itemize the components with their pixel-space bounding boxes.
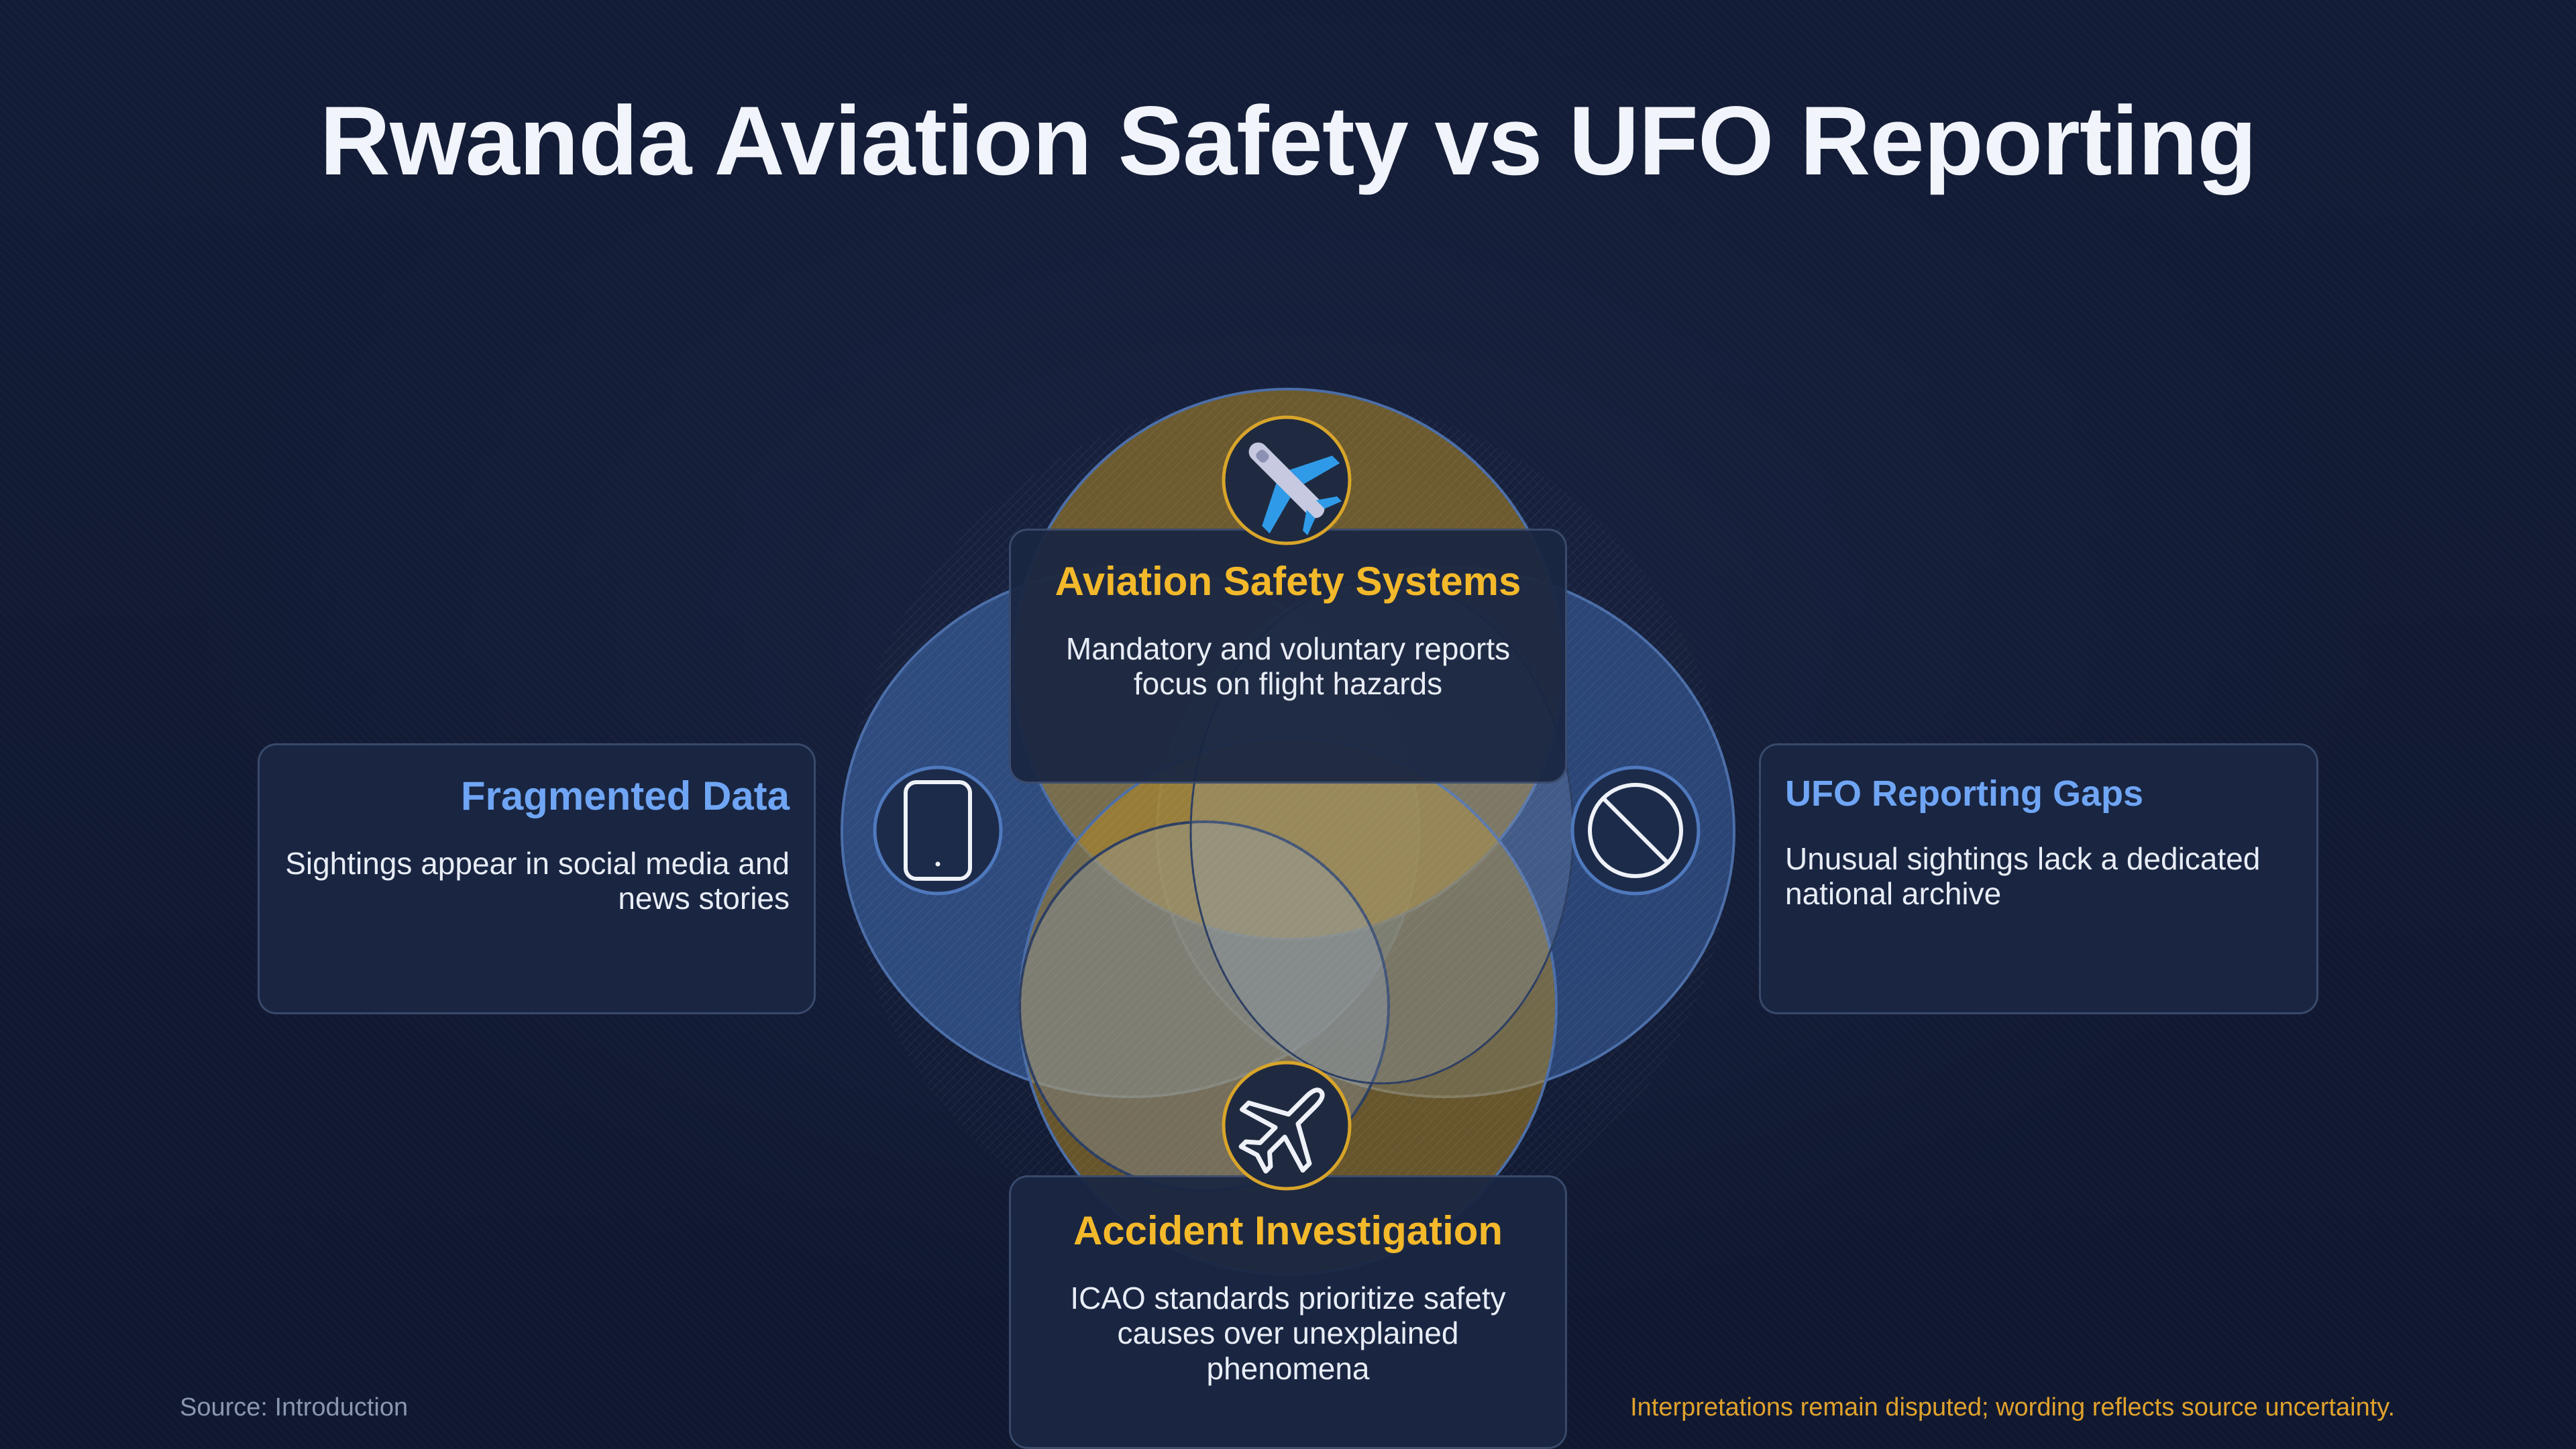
page-title: Rwanda Aviation Safety vs UFO Reporting [319, 86, 2257, 195]
card-aviation-safety-systems: Aviation Safety Systems Mandatory and vo… [1009, 529, 1567, 784]
card-title: Aviation Safety Systems [1055, 559, 1521, 604]
card-ufo-reporting-gaps: UFO Reporting Gaps Unusual sightings lac… [1759, 743, 2318, 1014]
card-accident-investigation: Accident Investigation ICAO standards pr… [1009, 1175, 1567, 1449]
card-body: ICAO standards prioritize safety causes … [1070, 1281, 1506, 1386]
card-title: Fragmented Data [460, 773, 790, 818]
airplane-emoji-icon [1220, 413, 1354, 547]
card-fragmented-data: Fragmented Data Sightings appear in soci… [258, 743, 816, 1014]
card-body: Unusual sightings lack a dedicated natio… [1785, 841, 2261, 912]
card-title: UFO Reporting Gaps [1785, 773, 2144, 814]
source-note: Source: Introduction [180, 1393, 409, 1421]
card-title: Accident Investigation [1073, 1208, 1503, 1253]
airplane-outline-icon [1220, 1059, 1354, 1193]
card-body: Mandatory and voluntary reports focus on… [1065, 631, 1511, 702]
mobile-phone-icon [871, 763, 1005, 898]
card-body: Sightings appear in social media and new… [285, 846, 790, 916]
disclaimer-note: Interpretations remain disputed; wording… [1630, 1393, 2395, 1421]
prohibited-icon [1568, 763, 1703, 898]
